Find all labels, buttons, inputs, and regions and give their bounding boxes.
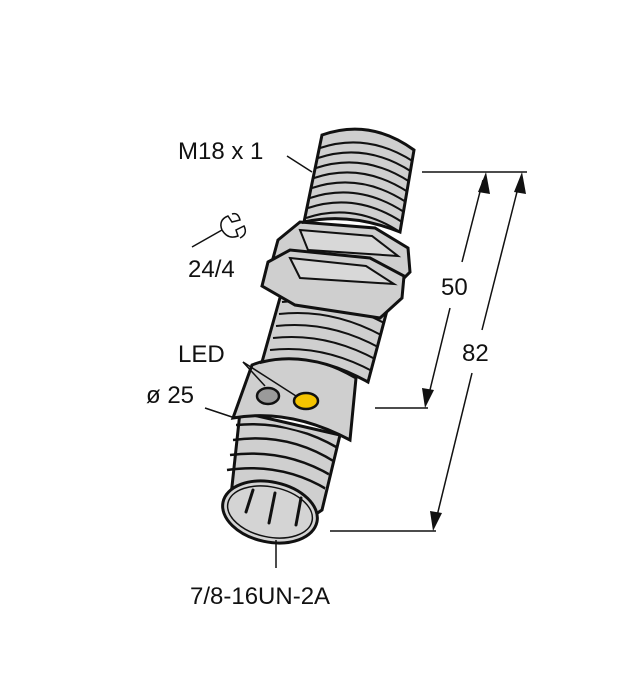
leader-lines	[204, 155, 313, 568]
dimension-lines	[330, 171, 527, 532]
led-label: LED	[178, 341, 225, 368]
connector-pins	[244, 488, 303, 527]
nuts	[260, 220, 412, 320]
led-yellow	[292, 391, 320, 411]
connector-thread-label: 7/8-16UN-2A	[190, 583, 331, 610]
diameter-label: ø 25	[146, 382, 195, 409]
dimension-50: 50	[441, 274, 468, 301]
wrench-icon	[191, 212, 247, 248]
dimension-82: 82	[462, 340, 489, 367]
connector-body	[221, 410, 342, 545]
wrench-size-label: 24/4	[188, 256, 235, 283]
led-housing	[230, 355, 358, 443]
thread-label: M18 x 1	[178, 138, 264, 165]
thread-upper	[302, 127, 416, 235]
led-gray	[255, 386, 281, 406]
